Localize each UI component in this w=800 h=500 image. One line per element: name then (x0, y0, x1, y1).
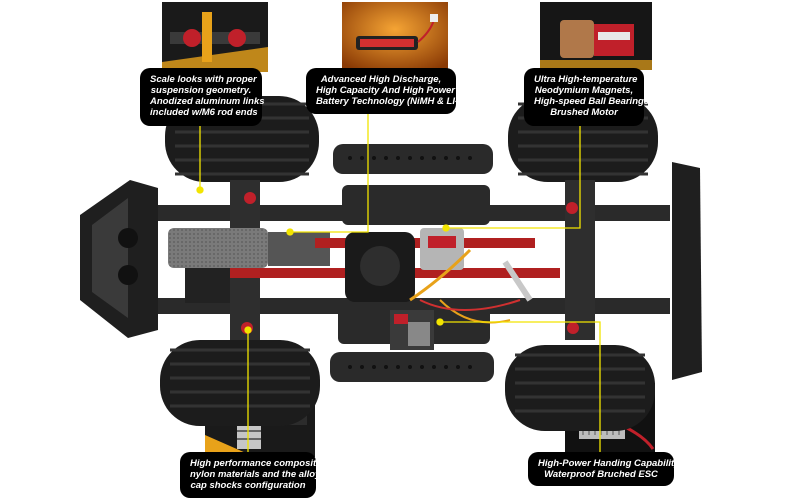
motor-callout-line-4: Brushed Motor (550, 107, 618, 118)
suspension-callout-line-2: suspension geometry. (150, 85, 252, 96)
motor-callout-line-1: Ultra High-temperature (534, 74, 638, 85)
battery-callout: Advanced High Discharge, High Capacity A… (306, 68, 476, 114)
esc-callout: High-Power Handing Capability Waterproof… (528, 452, 680, 486)
motor-callout: Ultra High-temperature Neodymium Magnets… (524, 68, 650, 126)
battery-closeup-photo (342, 2, 448, 70)
shocks-callout-line-3: cap shocks configuration (190, 480, 306, 491)
shocks-callout-line-1: High performance composite (190, 458, 322, 469)
upper-frame-rail (150, 205, 670, 221)
shocks-callout: High performance composite nylon materia… (180, 452, 322, 498)
esc-callout-line-1: High-Power Handing Capability (538, 458, 680, 469)
suspension-callout-line-4: included w/M6 rod ends (150, 107, 258, 118)
suspension-callout-line-1: Scale looks with proper (150, 74, 257, 85)
motor-callout-line-2: Neodymium Magnets, (534, 85, 634, 96)
suspension-callout-line-3: Anodized aluminum links (150, 96, 265, 107)
suspension-callout: Scale looks with proper suspension geome… (140, 68, 265, 126)
leader-lines (196, 112, 601, 455)
motor-callout-line-3: High-speed Ball Bearings (534, 96, 650, 107)
battery-callout-line-1: Advanced High Discharge, (320, 74, 442, 85)
esc-callout-line-2: Waterproof Bruched ESC (544, 469, 658, 480)
rear-right-tire (505, 345, 655, 431)
right-bumper (672, 162, 702, 380)
motor-closeup-photo (540, 2, 652, 70)
battery-callout-line-2: High Capacity And High Power (316, 85, 455, 96)
suspension-closeup-photo (162, 2, 268, 72)
servo (185, 268, 230, 303)
shocks-callout-line-2: nylon materials and the alloy (190, 469, 321, 480)
battery-callout-line-3: Battery Technology (NiMH & LI-PO) (316, 96, 476, 107)
rear-left-tire (160, 340, 320, 426)
front-skid-plate (333, 144, 493, 174)
lower-frame-rail (150, 298, 670, 314)
battery-cell (268, 232, 330, 266)
